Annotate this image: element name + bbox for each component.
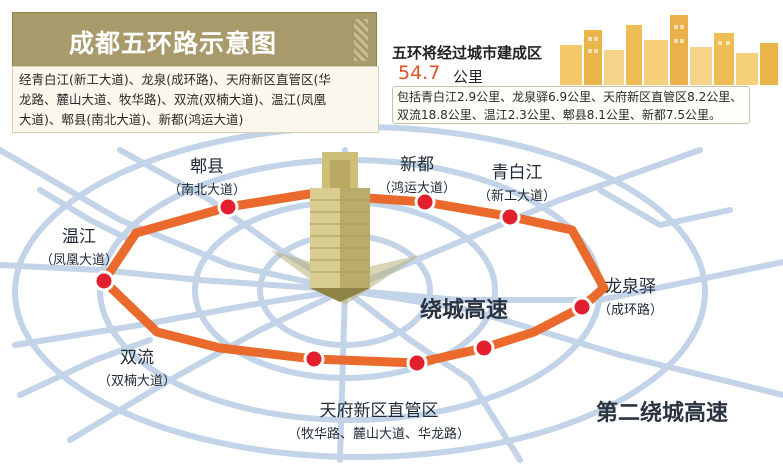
title-stripes xyxy=(354,19,368,61)
stats-detail: 包括青白江2.9公里、龙泉驿6.9公里、天府新区直管区8.2公里、 双流18.8… xyxy=(392,86,750,124)
place-name-wenjiang: 温江 xyxy=(62,227,96,247)
stats-unit: 公里 xyxy=(453,68,484,86)
label-qingbaijiang: 青白江 （新工大道） xyxy=(478,158,556,204)
stats-value: 54.7 xyxy=(398,62,441,84)
node-longquanyi xyxy=(571,296,593,318)
node-qingbaijiang xyxy=(499,206,521,228)
central-building-icon xyxy=(270,152,420,305)
base-road-network xyxy=(0,124,783,463)
place-road-tianfu: （牧华路、麓山大道、华龙路） xyxy=(288,427,471,442)
place-road-pixian: （南北大道） xyxy=(168,183,247,198)
place-name-xindu: 新都 xyxy=(400,155,434,175)
node-wenjiang xyxy=(93,270,115,292)
label-tianfu: 天府新区直管区 （牧华路、麓山大道、华龙路） xyxy=(288,396,470,442)
place-road-shuangliu: （双楠大道） xyxy=(98,374,177,389)
place-name-qingbaijiang: 青白江 xyxy=(491,163,543,183)
node-tianfu-east xyxy=(473,337,495,359)
label-shuangliu: 双流 （双楠大道） xyxy=(98,343,176,389)
title-banner: 成都五环路示意图 xyxy=(12,12,377,68)
node-pixian xyxy=(217,196,239,218)
label-longquanyi: 龙泉驿 （成环路） xyxy=(598,272,663,318)
map-title: 成都五环路示意图 xyxy=(69,29,278,58)
label-wenjiang: 温江 （凤凰大道） xyxy=(40,222,118,268)
place-name-longquanyi: 龙泉驿 xyxy=(605,277,656,297)
fifth-ring-road xyxy=(99,189,609,368)
ring-expressway-label: 绕城高速 xyxy=(420,298,509,323)
node-xindu xyxy=(414,191,436,213)
stats-detail-line-1: 包括青白江2.9公里、龙泉驿6.9公里、天府新区直管区8.2公里、 xyxy=(397,90,743,104)
route-line-2: 龙路、麓山大道、牧华路)、双流(双楠大道)、温江(凤凰 xyxy=(19,92,327,107)
route-line-3: 大道)、郫县(南北大道)、新都(鸿运大道) xyxy=(19,112,244,127)
place-name-shuangliu: 双流 xyxy=(120,348,154,368)
place-road-longquanyi: （成环路） xyxy=(598,303,664,318)
place-name-pixian: 郫县 xyxy=(190,157,224,177)
route-line-1: 经青白江(新工大道)、龙泉(成环路)、天府新区直管区(华 xyxy=(19,72,331,87)
stats-title: 五环将经过城市建成区 xyxy=(392,44,543,62)
place-road-wenjiang: （凤凰大道） xyxy=(40,253,119,268)
place-road-xindu: （鸿运大道） xyxy=(378,181,457,196)
skyline-illustration xyxy=(560,15,778,85)
node-shuangliu xyxy=(303,348,325,370)
ring-nodes xyxy=(93,191,593,374)
second-ring-expressway-label: 第二绕城高速 xyxy=(596,401,729,426)
place-road-qingbaijiang: （新工大道） xyxy=(478,189,557,204)
label-xindu: 新都 （鸿运大道） xyxy=(378,150,456,196)
place-name-tianfu: 天府新区直管区 xyxy=(319,401,439,421)
stats-detail-line-2: 双流18.8公里、温江2.3公里、郫县8.1公里、新都7.5公里。 xyxy=(397,108,721,122)
label-pixian: 郫县 （南北大道） xyxy=(168,152,246,198)
node-tianfu-center xyxy=(406,352,428,374)
route-description: 经青白江(新工大道)、龙泉(成环路)、天府新区直管区(华 龙路、麓山大道、牧华路… xyxy=(12,66,379,133)
